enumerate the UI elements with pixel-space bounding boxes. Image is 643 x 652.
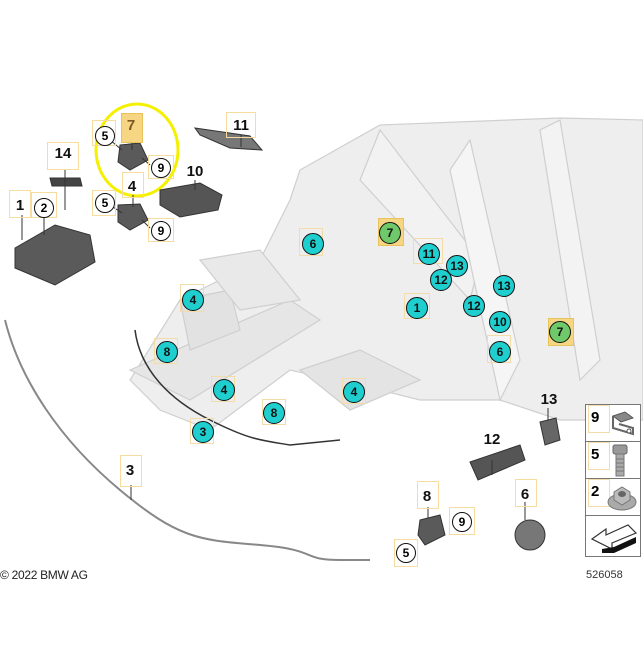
label-box-5c [394,539,418,567]
hex-nut-icon [607,486,637,511]
callout-3[interactable]: 3 [192,421,214,443]
label-box-1 [9,190,31,218]
copyright-text: © 2022 BMW AG [0,568,88,582]
callout-12[interactable]: 12 [430,269,452,291]
part-label-9b[interactable]: 9 [151,221,171,241]
callout-6[interactable]: 6 [489,341,511,363]
part-label-13[interactable]: 13 [540,391,558,408]
callout-box [342,378,366,404]
callout-11[interactable]: 11 [418,243,440,265]
legend-number-box [588,442,610,470]
callout-12[interactable]: 12 [463,295,485,317]
part-label-11[interactable]: 11 [233,117,249,134]
selection-ring [94,102,180,198]
screw-icon [612,444,628,477]
label-box-9c [449,507,475,535]
part-label-7[interactable]: 7 [126,117,136,134]
diagram-number: 526058 [586,569,623,581]
legend-item-arrow[interactable] [585,515,641,557]
part-label-3[interactable]: 3 [125,462,135,479]
callout-6[interactable]: 6 [302,233,324,255]
callout-13[interactable]: 13 [493,275,515,297]
callout-8[interactable]: 8 [263,402,285,424]
legend-number: 9 [591,409,600,426]
part-label-5c[interactable]: 5 [396,543,416,563]
part-label-14[interactable]: 14 [54,145,72,162]
part-label-6[interactable]: 6 [520,486,530,503]
label-box-5b [92,190,116,216]
label-box-9a [148,155,174,179]
legend-number-box [588,479,610,507]
label-box-6 [515,479,537,507]
part-label-8[interactable]: 8 [422,488,432,505]
callout-10[interactable]: 10 [489,311,511,333]
callout-13[interactable]: 13 [446,255,468,277]
label-box-14 [47,142,79,170]
clip-nut-icon [611,411,635,436]
label-box-11 [226,112,256,138]
label-box-3 [120,455,142,487]
legend-item-9[interactable]: 9 [585,404,641,442]
callout-7[interactable]: 7 [549,321,571,343]
callout-4[interactable]: 4 [213,379,235,401]
legend-number-box [588,405,610,433]
callout-7[interactable]: 7 [379,222,401,244]
callout-1[interactable]: 1 [406,297,428,319]
part-label-2[interactable]: 2 [34,198,54,218]
hardware-legend: 9 5 2 [585,404,641,557]
part-label-10[interactable]: 10 [186,163,204,180]
part-label-4[interactable]: 4 [127,178,137,195]
label-box-4 [122,172,144,198]
arrow-icon [590,524,638,553]
label-box-8 [417,481,439,509]
legend-number: 2 [591,483,600,500]
part-label-5a[interactable]: 5 [95,126,115,146]
part-label-9c[interactable]: 9 [452,512,472,532]
label-box-7-highlighted [121,113,143,143]
part-label-5b[interactable]: 5 [95,193,115,213]
callout-4[interactable]: 4 [182,289,204,311]
callout-4[interactable]: 4 [343,381,365,403]
callout-8[interactable]: 8 [156,341,178,363]
part-label-1[interactable]: 1 [15,197,25,214]
part-label-12[interactable]: 12 [483,431,501,448]
part-label-9a[interactable]: 9 [151,158,171,178]
legend-item-5[interactable]: 5 [585,441,641,479]
legend-number: 5 [591,446,600,463]
legend-item-2[interactable]: 2 [585,478,641,516]
callout-box [262,399,286,425]
label-box-9b [148,218,174,242]
